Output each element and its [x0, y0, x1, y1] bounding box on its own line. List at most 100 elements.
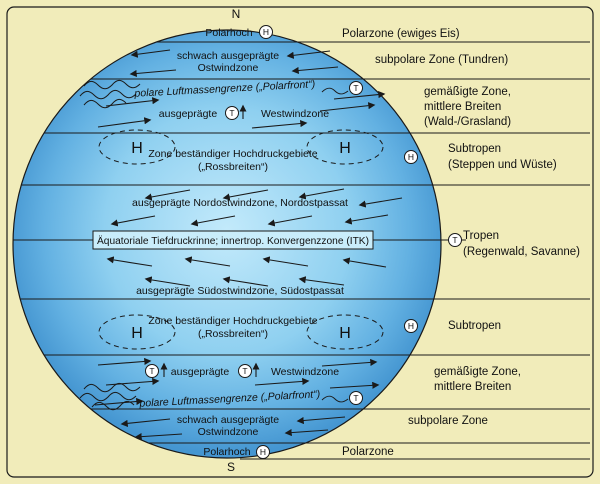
itcz-label: Äquatoriale Tiefdruckrinne; innertrop. K… — [97, 235, 369, 247]
subtropical-high-south-label-2: („Rossbreiten“) — [198, 328, 268, 340]
high-cell-letter: H — [131, 140, 143, 157]
low-symbol-letter: T — [353, 83, 358, 93]
south-pole-label: S — [227, 460, 235, 474]
zone-label-subtropics-s: Subtropen — [448, 320, 501, 332]
zone-label-polarzone-s: Polarzone — [342, 446, 394, 458]
easterlies-south-label-2: Ostwindzone — [198, 426, 259, 438]
wind-arrow — [321, 358, 378, 367]
subtropical-high-north-label-2: („Rossbreiten“) — [198, 161, 268, 173]
zone-label-polarzone-n: Polarzone (ewiges Eis) — [342, 28, 460, 40]
high-cell-ellipse — [98, 314, 176, 350]
wind-arrow — [298, 276, 345, 286]
wave-line — [321, 87, 349, 95]
easterlies-north-label-2: Ostwindzone — [198, 62, 259, 74]
wind-arrow — [262, 256, 309, 267]
low-symbol-letter: T — [242, 366, 247, 376]
wind-arrow — [105, 377, 160, 386]
zone-label-subpolar-n: subpolare Zone (Tundren) — [375, 54, 508, 66]
westerlies-south-label-2: Westwindzone — [271, 366, 339, 378]
northeast-trade-arrows — [110, 188, 403, 227]
high-cell-letter: H — [131, 325, 143, 342]
low-symbol-circle — [145, 364, 159, 378]
climate-zone-labels: Polarzone (ewiges Eis) subpolare Zone (T… — [342, 28, 580, 458]
wind-arrow — [144, 189, 191, 201]
wave-line — [79, 89, 137, 100]
high-symbol-circle — [404, 319, 418, 333]
pressure-symbols — [145, 25, 462, 459]
wind-arrow — [190, 215, 236, 227]
easterlies-north-label-1: schwach ausgeprägte — [177, 50, 279, 62]
high-symbol-letter: H — [263, 27, 269, 37]
westerlies-north-arrows — [97, 91, 386, 129]
zone-label-temperate-s-1: gemäßigte Zone, — [434, 366, 521, 378]
zone-label-temperate-n-2: mittlere Breiten — [424, 101, 501, 113]
easterlies-south-label-1: schwach ausgeprägte — [177, 414, 279, 426]
wind-arrow — [296, 416, 346, 425]
wind-arrow — [291, 66, 339, 75]
wind-arrow — [134, 433, 183, 441]
high-cell-letter: H — [339, 325, 351, 342]
se-trade-label: ausgeprägte Südostwindzone, Südostpassat — [136, 285, 344, 297]
wind-arrow — [106, 256, 153, 267]
wind-arrow — [120, 418, 171, 427]
low-symbol-letter: T — [229, 108, 234, 118]
wind-arrow — [267, 215, 313, 227]
polar-easterlies-south-arrows — [120, 416, 346, 441]
wind-arrow — [97, 357, 152, 366]
high-symbol-circle — [256, 445, 270, 459]
wind-arrow — [105, 97, 160, 107]
subtropical-high-south-label-1: Zone beständiger Hochdruckgebiete — [148, 315, 317, 327]
wind-arrow — [144, 276, 191, 287]
low-symbol-letter: T — [149, 366, 154, 376]
zone-label-temperate-s-2: mittlere Breiten — [434, 381, 511, 393]
high-cell-ellipse — [306, 129, 384, 165]
low-symbol-circle — [238, 364, 252, 378]
wave-line — [91, 400, 135, 411]
north-pole-label: N — [232, 7, 241, 21]
zone-label-tropics-2: (Regenwald, Savanne) — [463, 246, 580, 258]
high-symbol-circle — [404, 150, 418, 164]
wind-arrow — [94, 397, 144, 406]
low-symbol-circle — [225, 106, 239, 120]
wind-arrow — [222, 276, 269, 287]
wind-arrow — [342, 257, 387, 268]
wind-arrow — [222, 189, 269, 201]
polar-high-south-label: Polarhoch — [203, 446, 250, 458]
wind-arrow — [97, 117, 152, 128]
polar-easterlies-north-arrows — [129, 49, 339, 78]
wind-arrow — [284, 429, 329, 437]
westerlies-north-label-2: Westwindzone — [261, 108, 329, 120]
ne-trade-label: ausgeprägte Nordostwindzone, Nordostpass… — [132, 197, 348, 209]
westerlies-south-arrows — [94, 357, 380, 406]
westerlies-north-label-1: ausgeprägte — [159, 108, 218, 120]
wind-arrow — [329, 381, 380, 389]
wind-arrow — [333, 91, 386, 100]
polarfront-waves — [79, 79, 349, 411]
wind-arrow — [358, 197, 403, 208]
high-cell-ellipse — [98, 129, 176, 165]
wave-line — [321, 395, 349, 403]
zone-label-subtropics-n-2: (Steppen und Wüste) — [448, 159, 557, 171]
wind-arrow — [298, 188, 345, 200]
westerlies-south-label-1: ausgeprägte — [171, 366, 230, 378]
high-cell-ellipse — [306, 314, 384, 350]
wind-arrow — [254, 377, 310, 386]
wind-arrow — [286, 50, 331, 59]
pressure-symbol-letters: H T T H T H T T T H — [149, 27, 457, 457]
low-symbol-circle — [448, 233, 462, 247]
wave-line — [83, 98, 127, 109]
wind-arrow — [130, 49, 171, 58]
wind-arrow — [184, 256, 231, 267]
zone-label-tropics-1: Tropen — [463, 230, 499, 242]
itcz-box — [92, 230, 374, 250]
zone-label-temperate-n-1: gemäßigte Zone, — [424, 86, 511, 98]
southeast-trade-arrows — [106, 256, 387, 287]
high-cell-letter: H — [339, 140, 351, 157]
zone-label-subtropics-n-1: Subtropen — [448, 143, 501, 155]
latitude-lines — [13, 41, 590, 460]
low-symbol-letter: T — [452, 235, 457, 245]
wind-arrow — [344, 214, 389, 225]
low-symbol-circle — [349, 81, 363, 95]
